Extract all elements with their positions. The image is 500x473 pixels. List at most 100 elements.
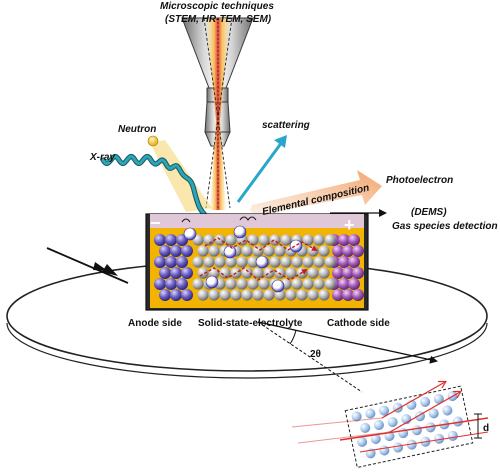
anode-particle [170,267,182,279]
electrolyte-particle [252,245,264,257]
electrolyte-particle [192,256,204,268]
electrolyte-particle [263,289,275,301]
lattice-atom [379,405,390,416]
electrolyte-particle [258,234,270,246]
electrolyte-particle [241,267,253,279]
anode-particle [181,245,193,257]
anode-particles [154,234,193,301]
electrolyte-particle [236,278,248,290]
lattice-atom [373,419,384,430]
electrolyte-particle [263,245,275,257]
cathode-plus-icon: + [344,215,355,235]
lithium-ion [289,239,303,253]
microscopic-title: Microscopic techniques [160,1,274,12]
electrolyte-particle [241,289,253,301]
electrolyte-particle [285,289,297,301]
gas-bubble-left [181,218,191,223]
electrolyte-particle [236,256,248,268]
electrolyte-particle [247,234,259,246]
electrolyte-particle [230,289,242,301]
electrolyte-particle [313,234,325,246]
electrolyte-particle [307,267,319,279]
electrolyte-particle [219,267,231,279]
electrolyte-particle [269,234,281,246]
electron-beam [203,17,233,210]
electrolyte-particle [203,234,215,246]
cathode-particle [348,256,360,268]
cathode-particle [342,267,354,279]
lithium-ion [271,279,285,293]
anode-particle [154,278,166,290]
anode-particle [165,256,177,268]
cathode-particle [352,267,364,279]
anode-side-label: Anode side [128,318,182,329]
lattice-atom [420,396,431,407]
cathode-particle [338,256,350,268]
electrolyte-particle [225,234,237,246]
two-theta-label: 2θ [310,349,321,360]
anode-particle [176,256,188,268]
electrolyte-particle [318,289,330,301]
electrolyte-particle [203,256,215,268]
anode-particle [154,234,166,246]
electrolyte-particle [302,278,314,290]
ion-path-lower [199,267,308,281]
electrolyte-particle [280,256,292,268]
lattice-atom [433,393,444,404]
anode-minus-icon: − [150,213,161,233]
electrolyte-particle [280,234,292,246]
electrolyte-particle [285,267,297,279]
electrolyte-particle [192,278,204,290]
electrolyte-particle [197,267,209,279]
lithium-ion [233,225,247,239]
anode-particle [154,256,166,268]
cathode-particle [332,245,344,257]
electrolyte-particle [291,278,303,290]
gas-bubble-mid [239,216,257,221]
electrolyte-particle [302,256,314,268]
xray-label: X-ray [89,152,115,163]
lattice-atom [357,436,368,447]
electrolyte-label: Solid-state-electrolyte [198,318,303,329]
electrolyte-particle [307,289,319,301]
electrolyte-particle [291,256,303,268]
anode-particle [165,234,177,246]
electrolyte-particle [219,289,231,301]
electrolyte-particle [208,289,220,301]
electrolyte-particle [313,278,325,290]
electrolyte-particle [269,256,281,268]
electrolyte-particle [197,245,209,257]
cathode-particle [332,289,344,301]
lattice-atom [393,442,404,453]
cathode-particle [338,278,350,290]
diffraction-rays [291,382,489,453]
ion-path-upper [204,237,318,251]
photoelectron-label: Photoelectron [386,175,453,186]
electrolyte-particle [197,289,209,301]
electrolyte-particles [192,234,336,301]
scattering-label: scattering [262,120,310,131]
electrolyte-particle [247,278,259,290]
cathode-particle [332,267,344,279]
cathode-particle [338,234,350,246]
cathode-side-label: Cathode side [327,318,390,329]
scattering-arrow [236,135,287,203]
electrolyte-particle [214,234,226,246]
anode-particle [170,289,182,301]
electrolyte-particle [324,256,336,268]
cathode-particle [348,278,360,290]
electrolyte-particle [214,256,226,268]
xray-wave-icon [100,154,209,219]
cathode-particle [352,289,364,301]
microscopic-methods: (STEM, HR-TEM, SEM) [165,14,272,25]
lithium-ions [183,225,303,293]
electrolyte-particle [296,289,308,301]
electrolyte-particle [252,289,264,301]
lattice-atom [434,433,445,444]
electrolyte-particle [274,245,286,257]
electrolyte-particle [258,278,270,290]
lattice-atom [365,408,376,419]
incident-beam-arrow [46,247,129,284]
electrolyte-particle [318,245,330,257]
electrolyte-particle [247,256,259,268]
